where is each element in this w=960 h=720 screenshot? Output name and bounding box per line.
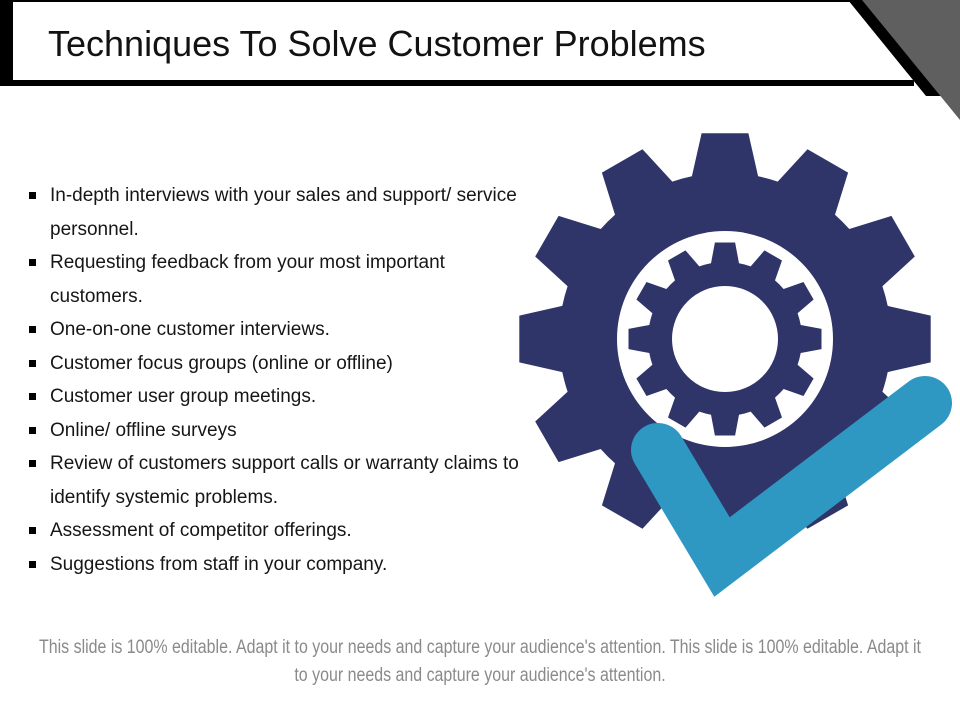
- square-bullet-icon: [29, 359, 36, 367]
- corner-gray-triangle: [862, 0, 960, 120]
- title-accent-bar: [0, 0, 13, 86]
- square-bullet-icon: [29, 393, 36, 400]
- bullet-item: Customer focus groups (online or offline…: [28, 347, 540, 381]
- bullet-list: In-depth interviews with your sales and …: [28, 179, 540, 581]
- square-bullet-icon: [29, 192, 36, 199]
- bullet-item: Review of customers support calls or war…: [28, 447, 540, 514]
- slide-title: Techniques To Solve Customer Problems: [48, 23, 706, 64]
- bullet-text: Requesting feedback from your most impor…: [50, 252, 445, 307]
- bullet-text: One-on-one customer interviews.: [50, 319, 330, 340]
- corner-fold-icon: [848, 0, 960, 120]
- bullet-item: Online/ offline surveys: [28, 414, 540, 448]
- square-bullet-icon: [29, 560, 36, 568]
- bullet-text: Assessment of competitor offerings.: [50, 520, 352, 541]
- footer-line-1: This slide is 100% editable. Adapt it to…: [39, 637, 921, 658]
- bullet-text: Customer user group meetings.: [50, 386, 317, 407]
- bullet-item: In-depth interviews with your sales and …: [28, 179, 540, 246]
- title-underline: [0, 80, 914, 86]
- footer-note: This slide is 100% editable. Adapt it to…: [18, 634, 942, 690]
- footer-line-2: to your needs and capture your audience'…: [294, 665, 666, 686]
- bullet-item: Customer user group meetings.: [28, 380, 540, 414]
- square-bullet-icon: [29, 460, 36, 467]
- bullet-item: Suggestions from staff in your company.: [28, 548, 540, 582]
- square-bullet-icon: [29, 426, 36, 434]
- bullet-item: One-on-one customer interviews.: [28, 313, 540, 347]
- bullet-text: Suggestions from staff in your company.: [50, 553, 388, 575]
- slide-top-border: [0, 0, 856, 2]
- bullet-text: In-depth interviews with your sales and …: [50, 185, 517, 240]
- bullet-item: Assessment of competitor offerings.: [28, 514, 540, 548]
- bullet-text: Review of customers support calls or war…: [50, 453, 519, 508]
- checkmark-icon: [631, 376, 952, 597]
- bullet-text: Customer focus groups (online or offline…: [50, 352, 393, 374]
- bullet-item: Requesting feedback from your most impor…: [28, 246, 540, 313]
- gear-center-hole: [672, 286, 778, 392]
- bullet-text: Online/ offline surveys: [50, 419, 237, 441]
- square-bullet-icon: [29, 259, 36, 266]
- gear-checkmark-graphic: [519, 133, 952, 597]
- square-bullet-icon: [29, 326, 36, 333]
- square-bullet-icon: [29, 527, 36, 534]
- corner-black-stripe: [848, 0, 942, 96]
